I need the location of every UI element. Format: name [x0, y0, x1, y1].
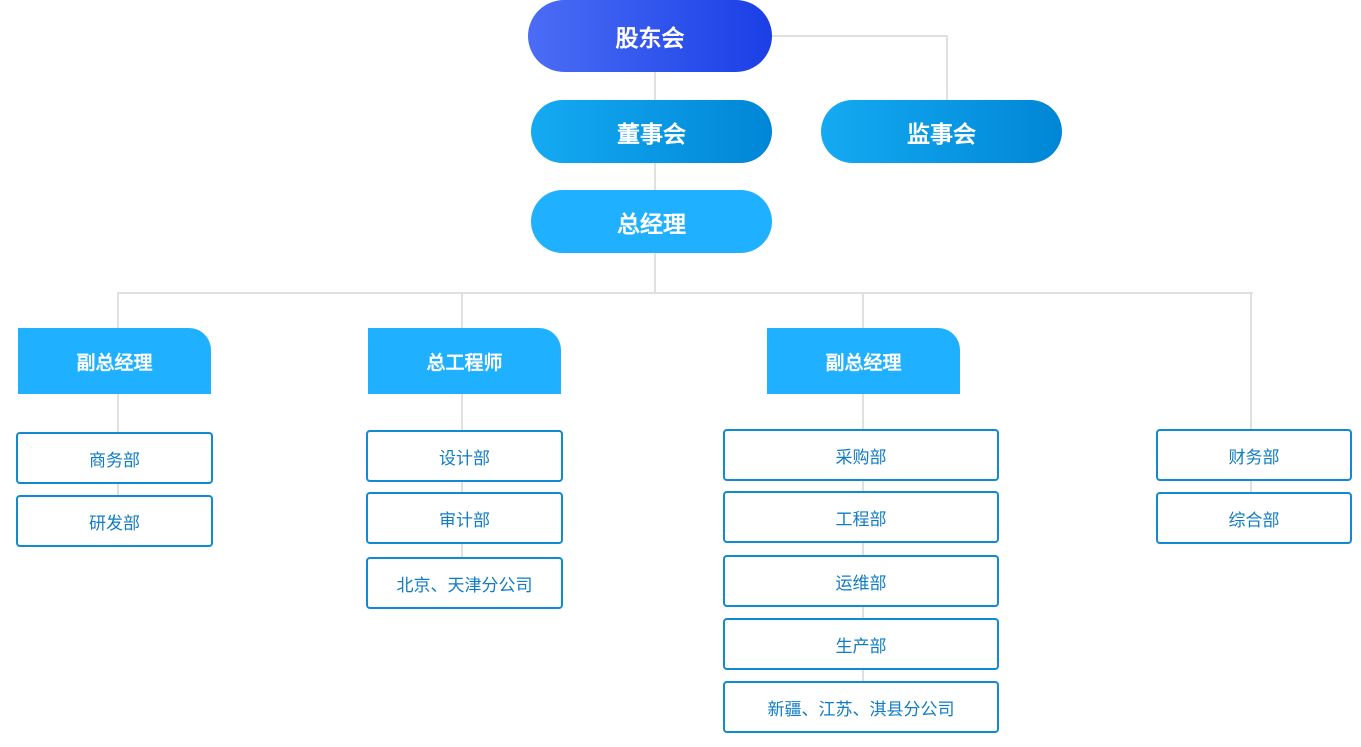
branch-1-head: 副总经理: [18, 328, 211, 394]
shareholders-node: 股东会: [528, 0, 772, 72]
unit-box: 综合部: [1156, 492, 1352, 544]
connector-shareholders-supervisors-v: [946, 35, 948, 102]
unit-box: 商务部: [16, 432, 213, 484]
connector-bus: [117, 292, 1253, 294]
connector-shareholders-board: [654, 70, 656, 102]
branch-2-head: 总工程师: [368, 328, 561, 394]
connector-bus-branch-2: [461, 292, 463, 330]
connector-gm-bus: [654, 252, 656, 294]
unit-box: 设计部: [366, 430, 563, 482]
connector-shareholders-supervisors-h: [770, 35, 948, 37]
connector-board-gm: [654, 162, 656, 192]
board-node: 董事会: [531, 100, 772, 163]
connector-bus-branch-1: [117, 292, 119, 330]
general-manager-node: 总经理: [531, 190, 772, 253]
unit-box: 工程部: [723, 491, 999, 543]
unit-box: 采购部: [723, 429, 999, 481]
supervisors-node: 监事会: [821, 100, 1062, 163]
connector-bus-branch-4: [1250, 292, 1252, 432]
connector-bus-branch-3: [862, 292, 864, 330]
unit-box: 财务部: [1156, 429, 1352, 481]
unit-box: 生产部: [723, 618, 999, 670]
unit-box: 审计部: [366, 492, 563, 544]
unit-box: 新疆、江苏、淇县分公司: [723, 681, 999, 733]
unit-box: 北京、天津分公司: [366, 557, 563, 609]
unit-box: 运维部: [723, 555, 999, 607]
unit-box: 研发部: [16, 495, 213, 547]
connector-branch-4-units: [1250, 478, 1252, 496]
branch-3-head: 副总经理: [767, 328, 960, 394]
